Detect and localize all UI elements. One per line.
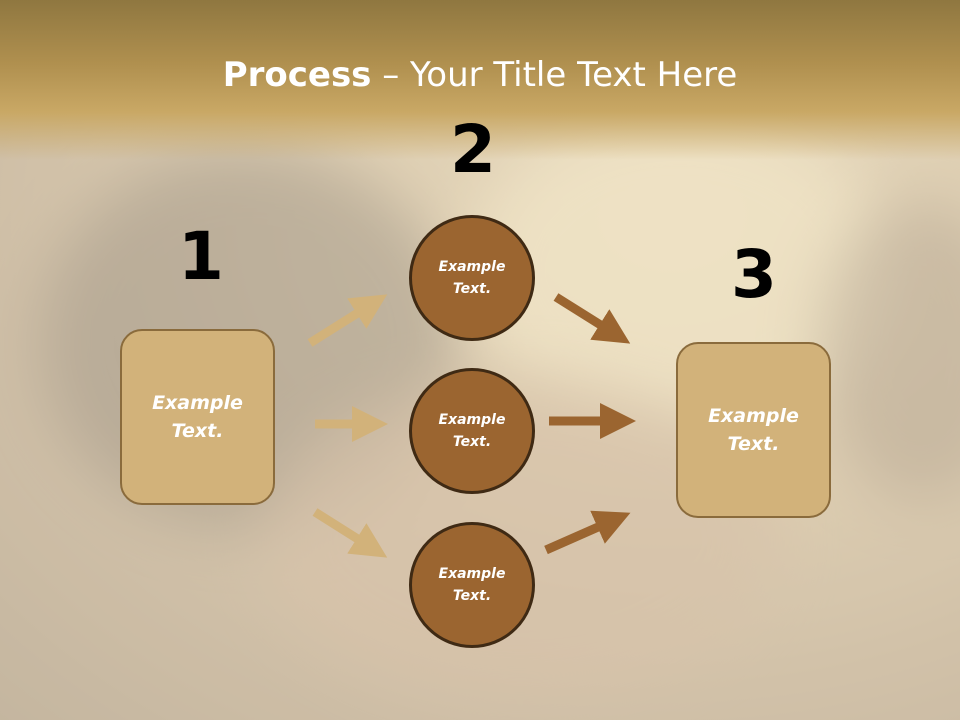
step-number-2: 2 xyxy=(450,111,496,188)
step-number-3: 3 xyxy=(731,236,777,313)
arrow-left-to-top xyxy=(307,294,388,347)
arrow-top-to-right xyxy=(553,293,631,344)
arrow-left-to-bottom xyxy=(312,508,388,558)
title-bold: Process xyxy=(222,55,372,95)
step-2-circle-bottom: Example Text. xyxy=(409,522,535,648)
step-1-text: Example Text. xyxy=(152,391,243,443)
step-2-circle-top: Example Text. xyxy=(409,215,535,341)
arrow-bottom-to-right xyxy=(544,510,631,555)
circle-middle-text: Example Text. xyxy=(438,411,506,450)
step-3-box: Example Text. xyxy=(676,342,831,518)
title-rest: – Your Title Text Here xyxy=(371,55,738,95)
circle-top-text: Example Text. xyxy=(438,258,506,297)
step-number-1: 1 xyxy=(178,218,224,295)
step-2-circle-middle: Example Text. xyxy=(409,368,535,494)
title-band xyxy=(0,0,960,160)
step-1-box: Example Text. xyxy=(120,329,275,505)
circle-bottom-text: Example Text. xyxy=(438,565,506,604)
step-3-text: Example Text. xyxy=(708,404,799,456)
slide-title: Process – Your Title Text Here xyxy=(0,55,960,95)
